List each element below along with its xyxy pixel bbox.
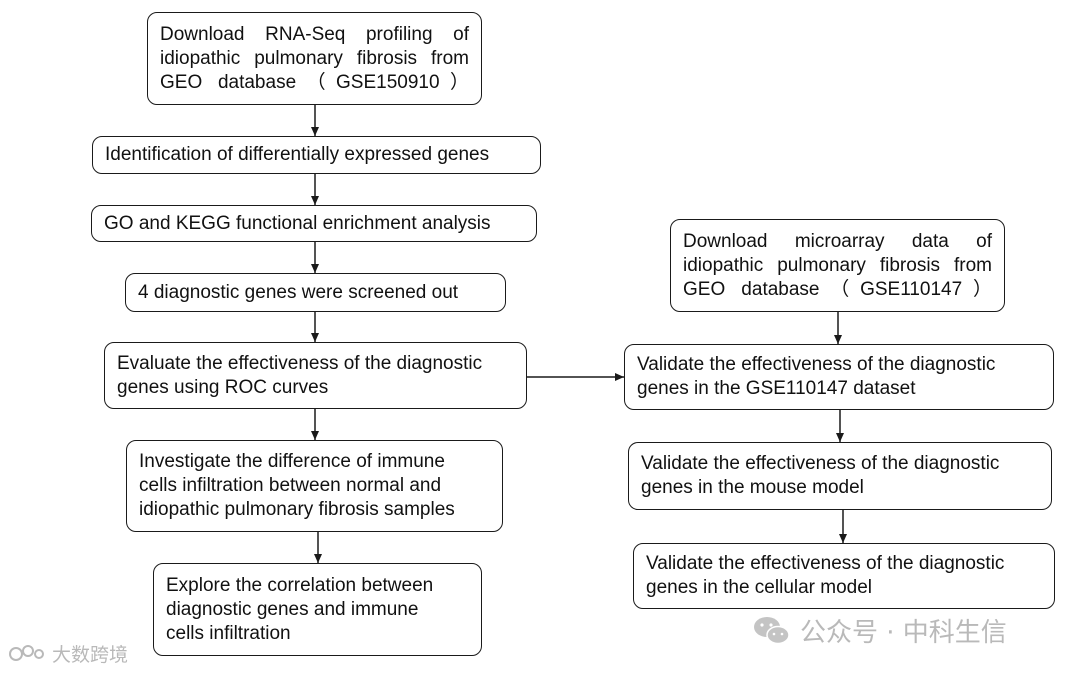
wechat-icon [754, 616, 790, 644]
box-text-line: Validate the effectiveness of the diagno… [637, 354, 996, 375]
box-validate-gse110147: Validate the effectiveness of the diagno… [624, 344, 1054, 410]
box-text-line: Download RNA-Seq profiling of [160, 23, 469, 45]
box-text-line: genes in the GSE110147 dataset [637, 378, 916, 399]
box-text-line: idiopathic pulmonary fibrosis from [160, 47, 469, 69]
box-text-line: genes using ROC curves [117, 376, 329, 398]
watermark-left: 大数跨境 [8, 640, 128, 667]
box-text-line: idiopathic pulmonary fibrosis from [683, 254, 992, 276]
box-immune-infiltration-difference: Investigate the difference of immune cell… [126, 440, 503, 532]
box-text-line: Evaluate the effectiveness of the diagno… [117, 352, 483, 374]
box-roc-evaluation: Evaluate the effectiveness of the diagno… [104, 342, 527, 409]
box-text-line: GEO database（GSE150910） [160, 71, 469, 93]
box-text-line: cells infiltration [166, 622, 291, 644]
box-text-line: GO and KEGG functional enrichment analys… [104, 212, 491, 234]
box-text-line: Investigate the difference of immune [139, 451, 445, 472]
box-text-line: diagnostic genes and immune [166, 598, 419, 620]
box-validate-cellular-model: Validate the effectiveness of the diagno… [633, 543, 1055, 609]
box-go-kegg-enrichment: GO and KEGG functional enrichment analys… [91, 205, 537, 242]
box-text-line: Download microarray data of [683, 230, 992, 252]
box-validate-mouse-model: Validate the effectiveness of the diagno… [628, 442, 1052, 510]
box-text-line: genes in the mouse model [641, 477, 864, 498]
box-identify-deg: Identification of differentially express… [92, 136, 541, 174]
box-diagnostic-genes-screened: 4 diagnostic genes were screened out [125, 273, 506, 312]
box-text-line: GEO database（GSE110147） [683, 278, 992, 300]
box-text-line: Validate the effectiveness of the diagno… [646, 553, 1005, 574]
box-text-line: Explore the correlation between [166, 574, 434, 596]
watermark-right-text: 公众号 · 中科生信 [800, 618, 1007, 648]
box-text-line: genes in the cellular model [646, 577, 873, 598]
watermark-right: 公众号 · 中科生信 [752, 612, 1007, 649]
watermark-left-text: 大数跨境 [52, 644, 129, 666]
box-text-line: 4 diagnostic genes were screened out [138, 281, 459, 303]
box-text-line: cells infiltration between normal and [139, 475, 442, 496]
box-text-line: Validate the effectiveness of the diagno… [641, 453, 1000, 474]
box-text-line: idiopathic pulmonary fibrosis samples [139, 499, 455, 520]
chat-bubbles-icon [9, 644, 44, 661]
box-text-line: Identification of differentially express… [105, 144, 490, 165]
